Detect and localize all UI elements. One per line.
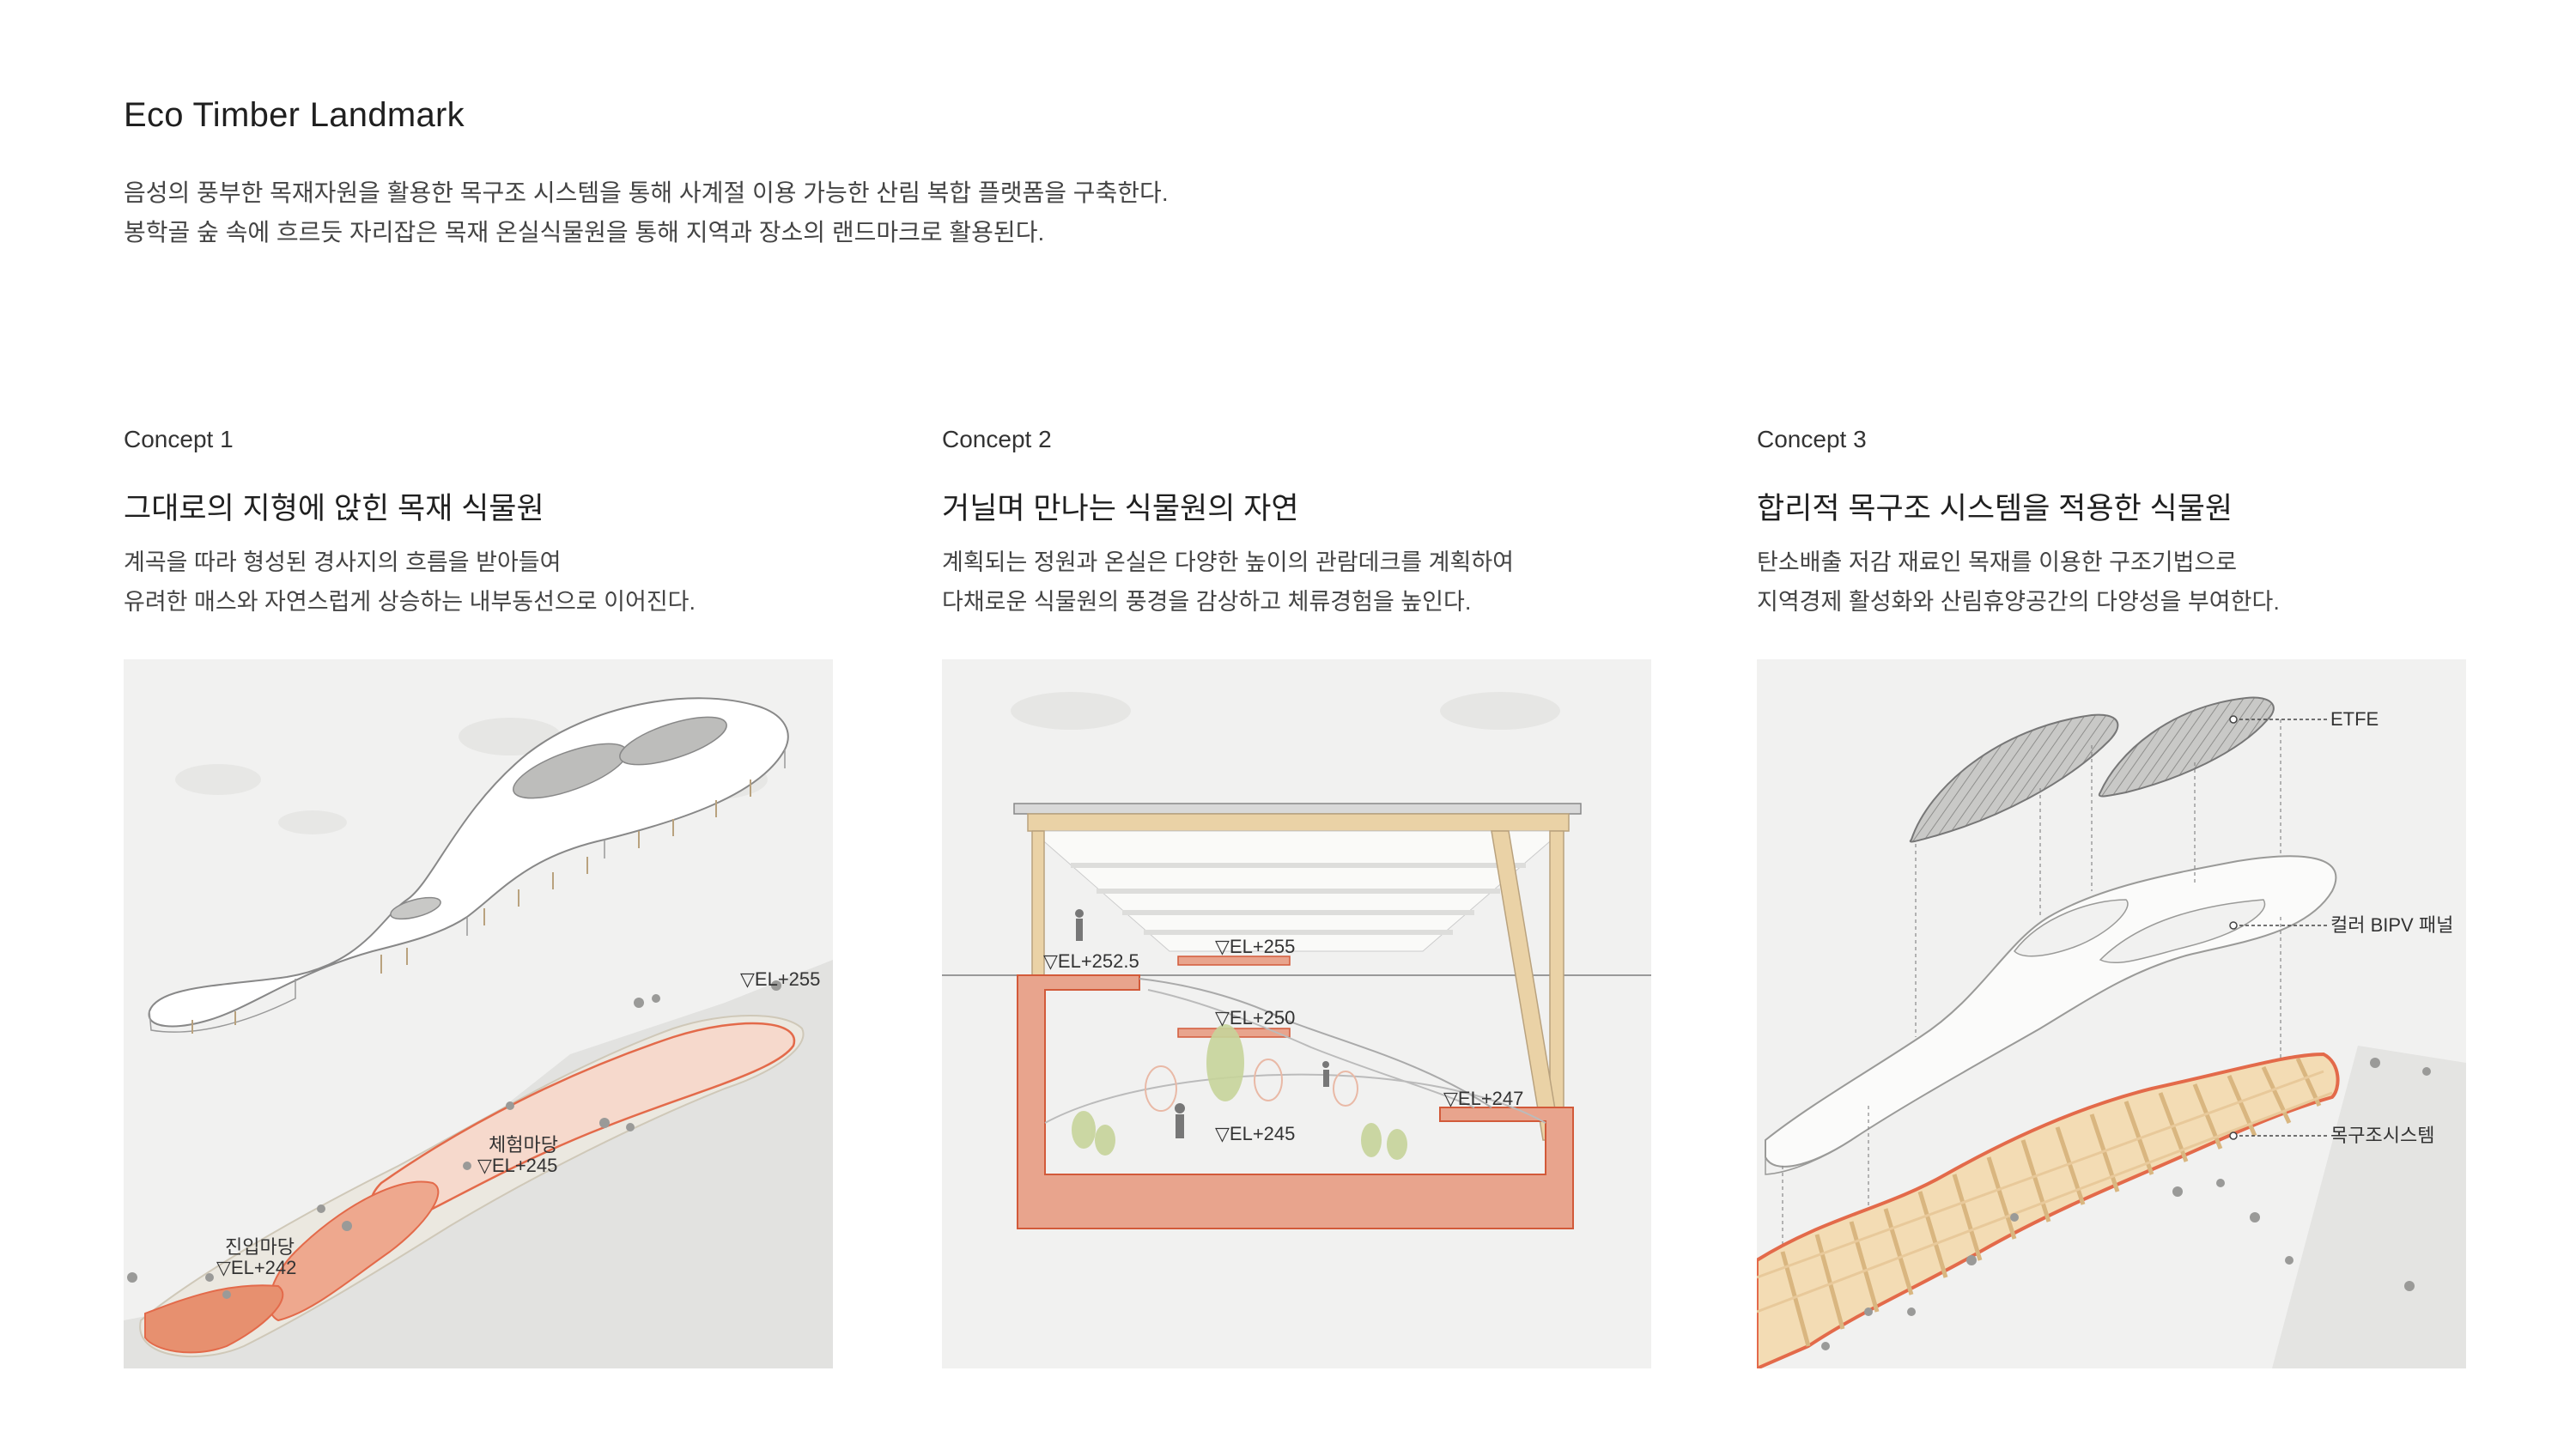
concept-heading: 합리적 목구조 시스템을 적용한 식물원 <box>1757 492 2233 525</box>
el-label: ▽EL+242 <box>216 1257 296 1278</box>
page-title: Eco Timber Landmark <box>124 96 465 134</box>
body-line: 다채로운 식물원의 풍경을 감상하고 체류경험을 높인다. <box>942 589 1472 615</box>
body-line: 계획되는 정원과 온실은 다양한 높이의 관람데크를 계획하여 <box>942 549 1515 575</box>
intro-text: 음성의 풍부한 목재자원을 활용한 목구조 시스템을 통해 사계절 이용 가능한… <box>124 173 1169 252</box>
intro-line: 봉학골 숲 속에 흐르듯 자리잡은 목재 온실식물원을 통해 지역과 장소의 랜… <box>124 219 1045 246</box>
el-label: ▽EL+245 <box>1215 1123 1295 1144</box>
concept-2-diagram: ▽EL+252.5 ▽EL+255 ▽EL+250 ▽EL+247 ▽EL+24… <box>942 659 1651 1368</box>
concept-body: 탄소배출 저감 재료인 목재를 이용한 구조기법으로 지역경제 활성화와 산림휴… <box>1757 543 2466 622</box>
zone-label: 체험마당 <box>489 1134 558 1156</box>
concept-2: Concept 2 거닐며 만나는 식물원의 자연 계획되는 정원과 온실은 다… <box>942 426 1651 622</box>
el-label: ▽EL+252.5 <box>1043 950 1139 972</box>
el-label: ▽EL+245 <box>477 1155 557 1176</box>
body-line: 지역경제 활성화와 산림휴양공간의 다양성을 부여한다. <box>1757 589 2280 615</box>
concept-3: Concept 3 합리적 목구조 시스템을 적용한 식물원 탄소배출 저감 재… <box>1757 426 2466 622</box>
concept-3-diagram: ETFE 컬러 BIPV 패널 목구조시스템 <box>1757 659 2466 1368</box>
body-line: 탄소배출 저감 재료인 목재를 이용한 구조기법으로 <box>1757 549 2238 575</box>
concept-1: Concept 1 그대로의 지형에 앉힌 목재 식물원 계곡을 따라 형성된 … <box>124 426 833 622</box>
concept-label: Concept 1 <box>124 426 234 452</box>
concept-heading: 그대로의 지형에 앉힌 목재 식물원 <box>124 492 544 525</box>
el-label: ▽EL+255 <box>1215 936 1295 957</box>
el-label: ▽EL+247 <box>1443 1088 1523 1109</box>
concept-label: Concept 2 <box>942 426 1052 452</box>
el-label: ▽EL+255 <box>740 968 820 990</box>
concept-body: 계획되는 정원과 온실은 다양한 높이의 관람데크를 계획하여 다채로운 식물원… <box>942 543 1651 622</box>
concept-1-diagram: ▽EL+255 체험마당 ▽EL+245 진입마당 ▽EL+242 <box>124 659 833 1368</box>
el-label: ▽EL+250 <box>1215 1007 1295 1028</box>
body-line: 유려한 매스와 자연스럽게 상승하는 내부동선으로 이어진다. <box>124 589 696 615</box>
intro-line: 음성의 풍부한 목재자원을 활용한 목구조 시스템을 통해 사계절 이용 가능한… <box>124 179 1169 206</box>
callout-label: ETFE <box>2330 708 2379 730</box>
concept-heading: 거닐며 만나는 식물원의 자연 <box>942 492 1299 525</box>
callout-label: 컬러 BIPV 패널 <box>2330 914 2453 936</box>
zone-label: 진입마당 <box>225 1236 295 1258</box>
concept-label: Concept 3 <box>1757 426 1867 452</box>
concept-body: 계곡을 따라 형성된 경사지의 흐름을 받아들여 유려한 매스와 자연스럽게 상… <box>124 543 833 622</box>
body-line: 계곡을 따라 형성된 경사지의 흐름을 받아들여 <box>124 549 562 575</box>
callout-label: 목구조시스템 <box>2330 1125 2434 1146</box>
